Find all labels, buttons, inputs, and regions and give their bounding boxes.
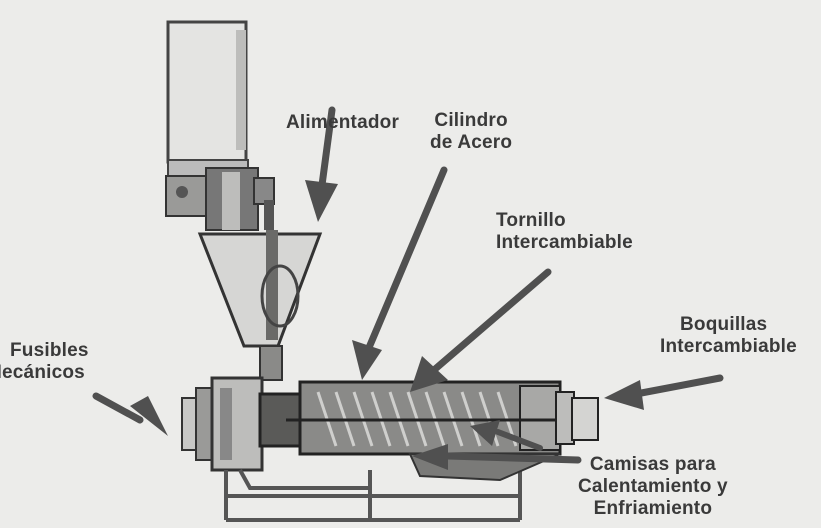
arrow-alimentador bbox=[305, 106, 338, 222]
label-alimentador-line1: Alimentador bbox=[286, 112, 400, 133]
arrow-cilindro bbox=[352, 166, 448, 380]
label-boquillas: Boquillas Intercambiable bbox=[660, 314, 797, 358]
label-fusibles-line1: Fusibles bbox=[10, 340, 89, 361]
label-fusibles: Fusibles Mecánicos bbox=[0, 340, 89, 384]
label-boquillas-line1: Boquillas bbox=[680, 314, 768, 335]
label-camisas-line1: Camisas para bbox=[589, 454, 716, 475]
arrow-tornillo bbox=[410, 268, 552, 392]
gearbox bbox=[165, 167, 275, 231]
label-cilindro-line1: Cilindro bbox=[434, 110, 508, 131]
arrow-camisas bbox=[412, 420, 582, 470]
hopper bbox=[197, 230, 323, 381]
label-camisas: Camisas para Calentamiento y Enfriamient… bbox=[578, 454, 728, 520]
motor bbox=[166, 20, 249, 179]
fuse-assembly bbox=[181, 376, 264, 472]
label-fusibles-line2: Mecánicos bbox=[0, 362, 85, 383]
label-tornillo: Tornillo Intercambiable bbox=[496, 210, 633, 254]
label-camisas-line2: Calentamiento y bbox=[578, 476, 728, 497]
barrel bbox=[258, 380, 562, 456]
arrow-boquillas bbox=[604, 374, 724, 410]
label-cilindro: Cilindro de Acero bbox=[430, 110, 512, 154]
label-camisas-line3: Enfriamiento bbox=[593, 498, 713, 519]
nozzle bbox=[555, 391, 599, 445]
arrow-fusibles bbox=[92, 392, 168, 436]
label-tornillo-line2: Intercambiable bbox=[496, 232, 633, 253]
stand bbox=[224, 469, 522, 522]
label-cilindro-line2: de Acero bbox=[430, 132, 513, 153]
label-boquillas-line2: Intercambiable bbox=[660, 336, 797, 357]
label-alimentador: Alimentador bbox=[286, 112, 399, 134]
label-tornillo-line1: Tornillo bbox=[496, 210, 566, 231]
